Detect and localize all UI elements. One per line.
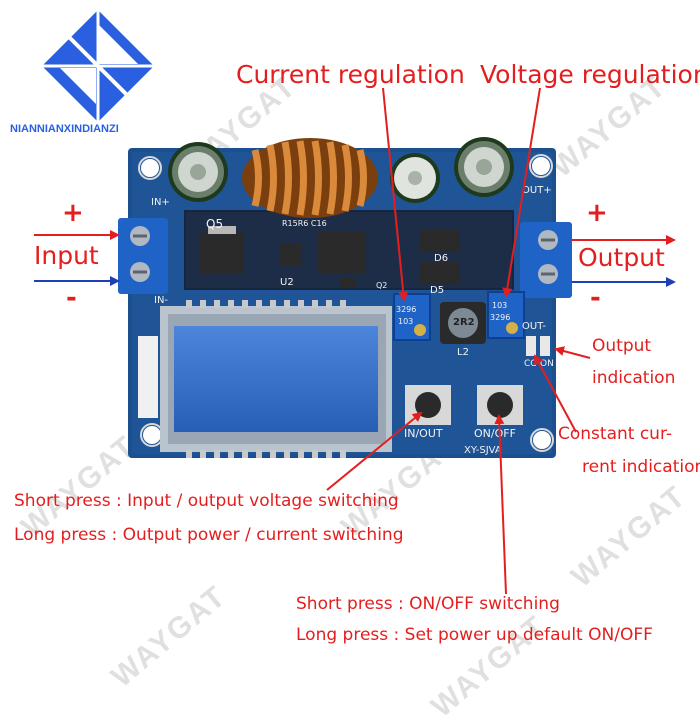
pot-marking: 103 (398, 317, 414, 326)
silk-q2: Q2 (376, 281, 388, 290)
silk-in-plus: IN+ (151, 197, 170, 208)
input-plus-sign: + (62, 198, 84, 228)
silk-out-plus: OUT+ (522, 185, 552, 196)
onoff-long-press-label: Long press : Set power up default ON/OFF (296, 625, 653, 645)
silk-in-minus: IN- (154, 295, 169, 306)
silk-l2: L2 (457, 347, 469, 358)
silk-out-minus: OUT- (522, 321, 546, 332)
silk-onoff: ON/OFF (474, 427, 516, 440)
silk-d6: D6 (434, 253, 449, 264)
brand-logo-icon (42, 10, 154, 122)
pot-marking: 3296 (490, 313, 511, 322)
voltage-regulation-label: Voltage regulation (480, 60, 700, 89)
silk-inout: IN/OUT (404, 427, 443, 440)
silk-q5: Q5 (206, 217, 224, 231)
pcb-board (118, 137, 572, 458)
silk-model: XY-SJVA (464, 445, 502, 456)
input-minus-sign: - (66, 283, 77, 313)
output-indication-label: indication (592, 368, 676, 388)
annotation-arrows (34, 87, 676, 595)
inout-long-press-label: Long press : Output power / current swit… (14, 525, 404, 545)
constant-current-label: rent indication (582, 457, 700, 477)
silk-d5: D5 (430, 285, 445, 296)
output-plus-sign: + (586, 198, 608, 228)
pot-marking: 103 (492, 301, 508, 310)
input-label: Input (34, 241, 99, 270)
output-label: Output (578, 243, 665, 272)
inout-short-press-label: Short press : Input / output voltage swi… (14, 491, 399, 511)
silk-cc: CC (524, 359, 537, 369)
pot-marking: 3296 (396, 305, 417, 314)
silk-u2: U2 (280, 277, 294, 288)
current-regulation-label: Current regulation (236, 60, 465, 89)
silk-on: ON (540, 359, 554, 369)
brand-name: NIANNIANXINDIANZI (10, 123, 119, 135)
silk-r15: R15R6 C16 (282, 219, 327, 228)
onoff-short-press-label: Short press : ON/OFF switching (296, 594, 560, 614)
constant-current-label: Constant cur- (558, 424, 672, 444)
output-minus-sign: - (590, 283, 601, 313)
inductor-marking: 2R2 (453, 317, 475, 328)
output-indication-label: Output (592, 336, 652, 356)
